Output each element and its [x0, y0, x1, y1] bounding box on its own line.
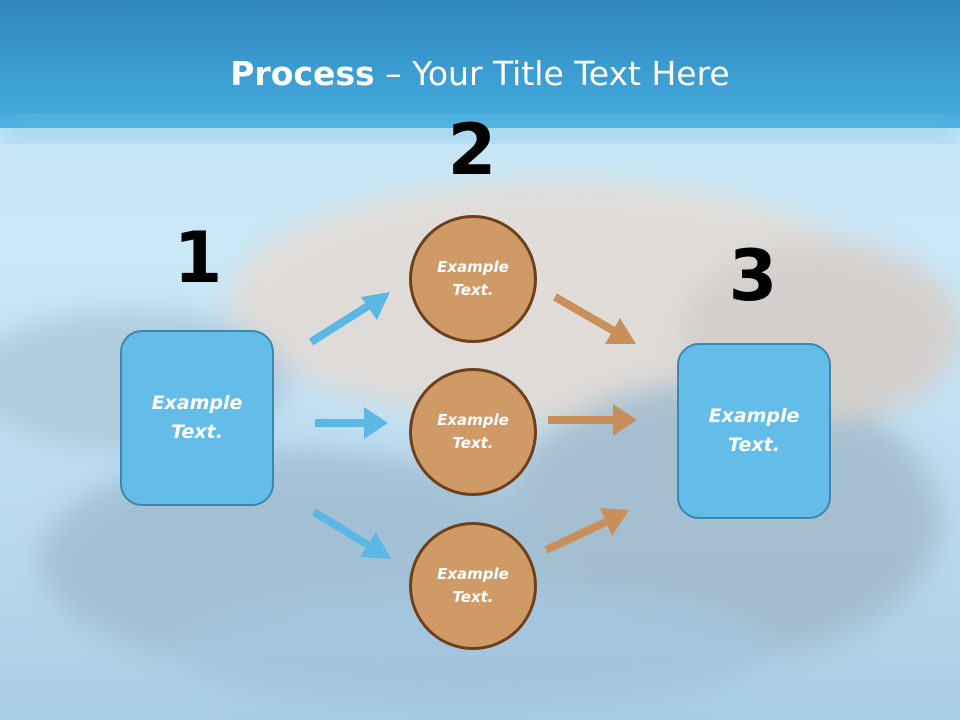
- title-separator: –: [374, 54, 413, 93]
- step-number-2: 2: [447, 109, 497, 191]
- step-number-1: 1: [173, 217, 223, 299]
- step-2-circle-middle: Example Text.: [409, 368, 537, 496]
- step-1-box: Example Text.: [120, 330, 274, 506]
- title-rest: Your Title Text Here: [412, 54, 730, 93]
- circle-text: Example Text.: [437, 258, 509, 299]
- step-2-circle-bottom: Example Text.: [409, 522, 537, 650]
- step-number-3: 3: [728, 235, 778, 317]
- step-3-box: Example Text.: [677, 343, 831, 519]
- step-1-text: Example Text.: [151, 392, 243, 443]
- title-bold: Process: [230, 54, 375, 93]
- step-2-circle-top: Example Text.: [409, 215, 537, 343]
- step-3-text: Example Text.: [708, 405, 800, 456]
- circle-text: Example Text.: [437, 565, 509, 606]
- slide-title: Process – Your Title Text Here: [0, 52, 960, 96]
- circle-text: Example Text.: [437, 411, 509, 452]
